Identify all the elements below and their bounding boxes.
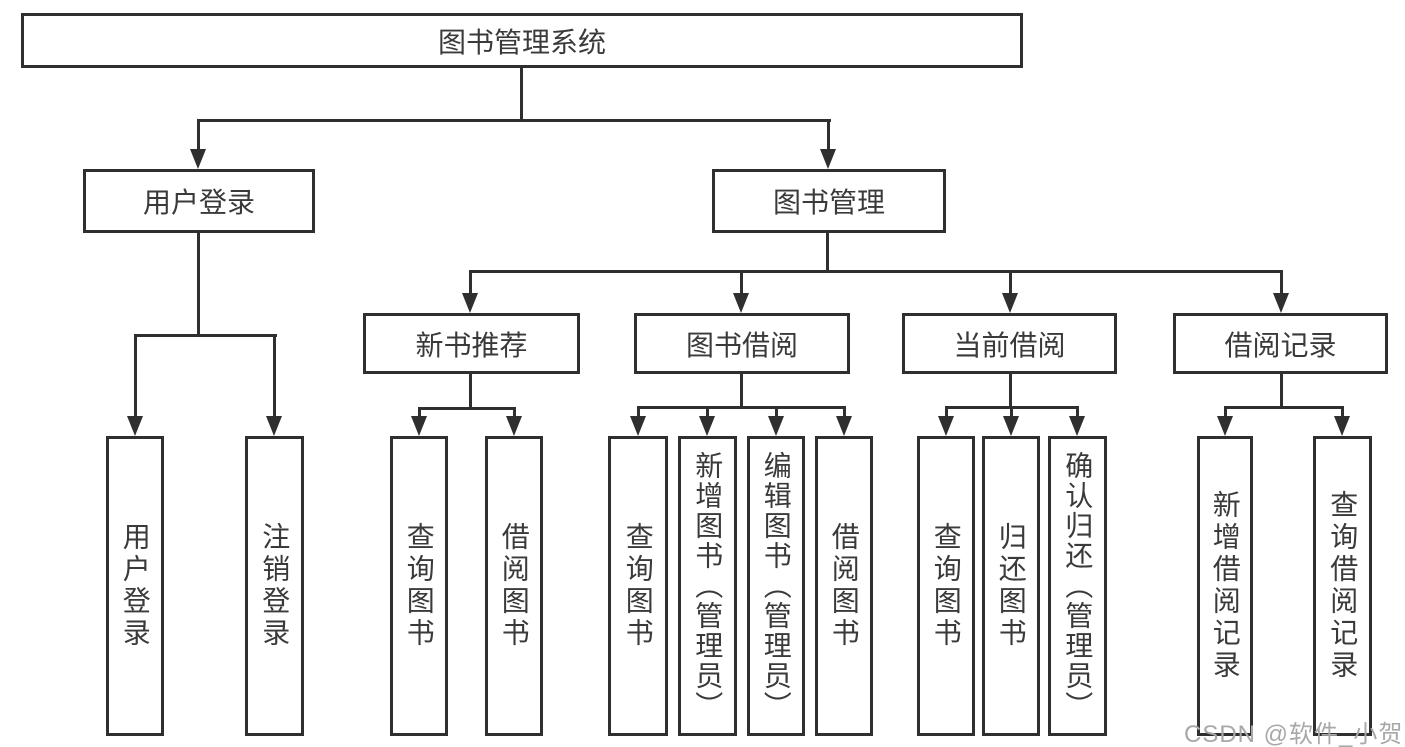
node-label: 新增借阅记录: [1209, 490, 1241, 682]
node-add-borrow-record: 新增借阅记录: [1197, 436, 1253, 736]
connector-stem: [775, 406, 778, 420]
connector-stem: [418, 407, 421, 420]
connector-userlogin-vline: [197, 231, 200, 337]
arrow-down-icon: [699, 416, 715, 436]
node-confirm-return-admin: 确认归还（管理员）: [1048, 436, 1107, 736]
node-label: 用户登录: [119, 522, 151, 650]
node-query-books-current: 查询图书: [917, 436, 975, 736]
connector-userlogin-hline: [134, 334, 277, 337]
arrow-down-icon: [506, 416, 522, 436]
connector-stem: [637, 406, 640, 420]
connector-borrowrecords-vline: [1280, 372, 1283, 409]
arrow-down-icon: [733, 293, 749, 313]
node-current-borrowing: 当前借阅: [902, 313, 1117, 374]
connector-stem: [1009, 270, 1012, 296]
node-logout: 注销登录: [245, 436, 304, 736]
node-book-management: 图书管理: [712, 169, 946, 233]
arrow-down-icon: [127, 416, 143, 436]
connector-bookborrow-hline: [637, 406, 845, 409]
node-label: 查询借阅记录: [1327, 490, 1359, 682]
arrow-down-icon: [1217, 416, 1233, 436]
connector-stem: [1280, 270, 1283, 296]
node-label: 借阅记录: [1224, 329, 1337, 361]
node-label: 确认归还（管理员）: [1062, 451, 1094, 721]
connector-root-vline: [520, 66, 523, 122]
connector-stem: [1224, 406, 1227, 420]
connector-stem: [134, 334, 137, 419]
node-label: 编辑图书（管理员）: [760, 451, 792, 721]
node-label: 查询图书: [930, 522, 962, 650]
arrow-down-icon: [462, 293, 478, 313]
node-label: 新增图书（管理员）: [692, 451, 724, 721]
connector-stem: [827, 119, 830, 153]
arrow-down-icon: [190, 149, 206, 169]
connector-bookmgmt-hline: [469, 270, 1283, 273]
arrow-down-icon: [1334, 416, 1350, 436]
connector-bookborrow-vline: [740, 372, 743, 409]
connector-bookmgmt-vline: [826, 231, 829, 273]
node-label: 借阅图书: [828, 522, 860, 650]
node-label: 注销登录: [259, 522, 291, 650]
connector-stem: [740, 270, 743, 296]
node-borrow-books-recommend: 借阅图书: [485, 436, 543, 736]
connector-stem: [706, 406, 709, 420]
arrow-down-icon: [836, 416, 852, 436]
csdn-watermark: CSDN @软件_小贺同学: [1184, 721, 1405, 747]
node-query-books-recommend: 查询图书: [390, 436, 448, 736]
connector-stem: [513, 407, 516, 420]
node-label: 图书管理: [772, 187, 885, 218]
node-label: 图书管理系统: [437, 26, 606, 58]
node-add-books-admin: 新增图书（管理员）: [678, 436, 737, 736]
node-label: 新书推荐: [415, 329, 528, 361]
node-label: 用户登录: [142, 187, 255, 218]
node-query-books-borrowing: 查询图书: [608, 436, 668, 736]
connector-stem: [945, 406, 948, 420]
node-return-books: 归还图书: [982, 436, 1040, 736]
arrow-down-icon: [1069, 416, 1085, 436]
node-book-borrowing: 图书借阅: [634, 313, 850, 374]
connector-stem: [273, 334, 276, 419]
arrow-down-icon: [266, 416, 282, 436]
arrow-down-icon: [630, 416, 646, 436]
connector-stem: [1010, 406, 1013, 420]
node-user-login: 用户登录: [83, 169, 315, 233]
arrow-down-icon: [1273, 293, 1289, 313]
node-edit-books-admin: 编辑图书（管理员）: [747, 436, 805, 736]
connector-stem: [1076, 406, 1079, 420]
connector-stem: [843, 406, 846, 420]
node-library-system: 图书管理系统: [21, 13, 1023, 68]
node-label: 借阅图书: [498, 522, 530, 650]
arrow-down-icon: [768, 416, 784, 436]
connector-newbook-hline: [418, 407, 515, 410]
connector-currentborrow-vline: [1009, 372, 1012, 409]
node-user-login-leaf: 用户登录: [106, 436, 164, 736]
node-label: 当前借阅: [953, 329, 1066, 361]
node-label: 查询图书: [622, 522, 654, 650]
connector-stem: [469, 270, 472, 296]
node-borrowing-records: 借阅记录: [1173, 313, 1388, 374]
arrow-down-icon: [1002, 293, 1018, 313]
connector-stem: [197, 119, 200, 153]
connector-stem: [1341, 406, 1344, 420]
node-label: 查询图书: [403, 522, 435, 650]
arrow-down-icon: [411, 416, 427, 436]
connector-newbook-vline: [469, 372, 472, 410]
arrow-down-icon: [938, 416, 954, 436]
connector-root-hline: [197, 119, 831, 122]
node-query-borrow-record: 查询借阅记录: [1313, 436, 1372, 736]
arrow-down-icon: [820, 149, 836, 169]
node-label: 图书借阅: [685, 329, 798, 361]
node-borrow-books-borrowing: 借阅图书: [815, 436, 873, 736]
connector-borrowrecords-hline: [1224, 406, 1343, 409]
arrow-down-icon: [1003, 416, 1019, 436]
node-new-book-recommend: 新书推荐: [363, 313, 580, 374]
node-label: 归还图书: [995, 522, 1027, 650]
